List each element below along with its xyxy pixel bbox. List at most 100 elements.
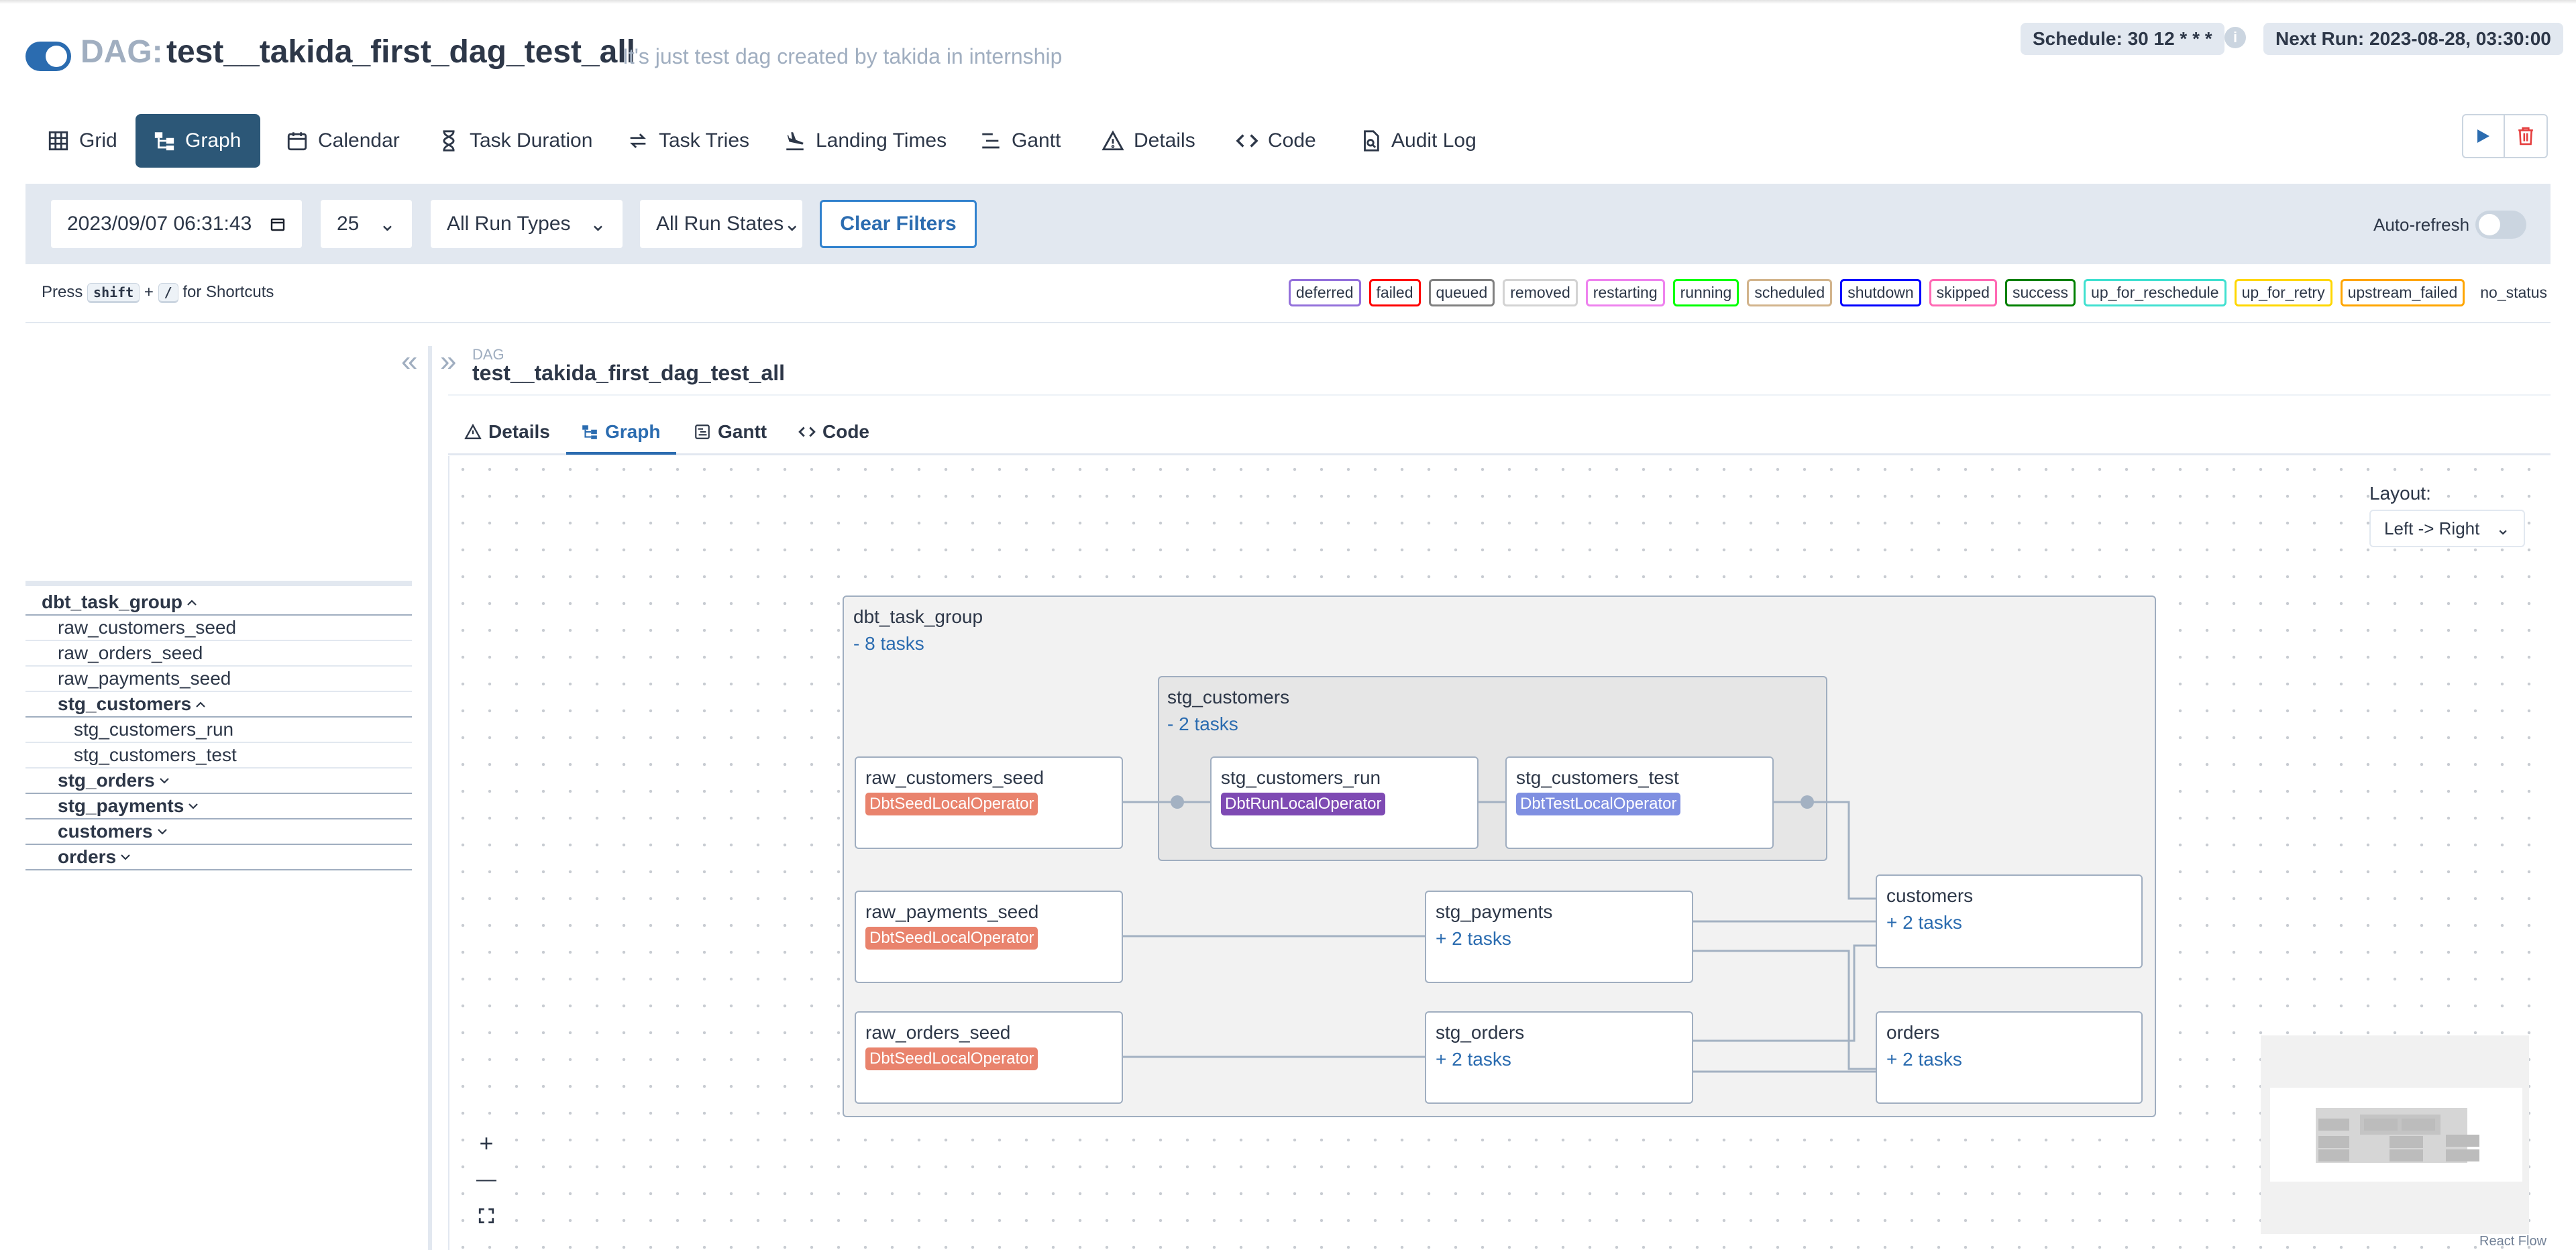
group-count[interactable]: - 8 tasks <box>853 633 924 654</box>
chevron-down-icon[interactable] <box>188 799 199 814</box>
expand-panel-icon[interactable]: » <box>440 345 457 378</box>
node-expand-count[interactable]: + 2 tasks <box>1886 912 1962 933</box>
node-raw-payments-seed[interactable]: raw_payments_seed DbtSeedLocalOperator <box>855 891 1123 983</box>
zoom-out-button[interactable]: — <box>468 1161 504 1198</box>
clear-filters-button[interactable]: Clear Filters <box>820 200 977 248</box>
tab-label: Audit Log <box>1391 129 1477 152</box>
react-flow-attribution[interactable]: React Flow <box>2479 1234 2547 1249</box>
legend-no-status[interactable]: no_status <box>2480 284 2547 301</box>
node-expand-count[interactable]: + 2 tasks <box>1436 1049 1511 1070</box>
tab-grid[interactable]: Grid <box>30 114 135 168</box>
tab-landing-times[interactable]: Landing Times <box>766 114 964 168</box>
base-date-value: 2023/09/07 06:31:43 <box>67 213 252 235</box>
tree-item-raw-orders-seed[interactable]: raw_orders_seed <box>25 641 412 667</box>
tab-label: Gantt <box>1012 129 1061 152</box>
legend-scheduled[interactable]: scheduled <box>1747 279 1833 306</box>
node-raw-orders-seed[interactable]: raw_orders_seed DbtSeedLocalOperator <box>855 1011 1123 1104</box>
subtab-graph[interactable]: Graph <box>581 410 660 453</box>
operator-tag: DbtSeedLocalOperator <box>865 927 1038 950</box>
dag-pause-toggle[interactable] <box>25 42 71 71</box>
chevron-up-icon[interactable] <box>195 697 206 712</box>
code-icon <box>798 427 816 437</box>
legend-skipped[interactable]: skipped <box>1929 279 1997 306</box>
legend-deferred[interactable]: deferred <box>1288 279 1361 306</box>
legend-up-for-reschedule[interactable]: up_for_reschedule <box>2084 279 2226 306</box>
tree-item-raw-payments-seed[interactable]: raw_payments_seed <box>25 667 412 692</box>
tree-item-label: raw_orders_seed <box>58 642 203 663</box>
tree-item-stg-customers-run[interactable]: stg_customers_run <box>25 718 412 743</box>
auto-refresh-toggle[interactable] <box>2475 211 2526 239</box>
toggle-knob <box>2479 214 2500 235</box>
zoom-in-button[interactable]: + <box>468 1125 504 1161</box>
chevron-up-icon[interactable] <box>186 595 197 610</box>
tab-code[interactable]: Code <box>1218 114 1334 168</box>
tab-label: Grid <box>79 129 117 152</box>
tab-audit-log[interactable]: Audit Log <box>1342 114 1494 168</box>
fit-view-button[interactable] <box>468 1198 504 1234</box>
tree-item-orders[interactable]: orders <box>25 845 412 870</box>
tab-task-tries[interactable]: Task Tries <box>609 114 767 168</box>
node-orders[interactable]: orders + 2 tasks <box>1876 1011 2143 1104</box>
legend-success[interactable]: success <box>2004 279 2076 306</box>
tree-item-stg-customers-test[interactable]: stg_customers_test <box>25 743 412 769</box>
node-name: customers <box>1886 885 1974 906</box>
node-stg-orders[interactable]: stg_orders + 2 tasks <box>1425 1011 1693 1104</box>
active-subtab-indicator <box>566 452 676 455</box>
tree-item-stg-orders[interactable]: stg_orders <box>25 769 412 794</box>
minimap[interactable] <box>2261 1035 2529 1234</box>
legend-running[interactable]: running <box>1672 279 1739 306</box>
group-count[interactable]: - 2 tasks <box>1167 714 1238 734</box>
node-stg-customers-test[interactable]: stg_customers_test DbtTestLocalOperator <box>1505 756 1774 849</box>
trash-icon <box>2518 127 2533 146</box>
legend-shutdown[interactable]: shutdown <box>1840 279 1921 306</box>
chevron-down-icon[interactable] <box>120 850 131 865</box>
layout-select[interactable]: Left -> Right ⌄ <box>2369 510 2525 547</box>
group-title: dbt_task_group <box>853 606 983 627</box>
tree-item-customers[interactable]: customers <box>25 819 412 845</box>
info-icon[interactable]: i <box>2224 27 2246 48</box>
breadcrumb-dag-id[interactable]: test__takida_first_dag_test_all <box>472 361 785 385</box>
legend-upstream-failed[interactable]: upstream_failed <box>2340 279 2465 306</box>
node-expand-count[interactable]: + 2 tasks <box>1436 928 1511 949</box>
subtab-code[interactable]: Code <box>798 410 869 453</box>
legend-failed[interactable]: failed <box>1368 279 1421 306</box>
tab-calendar[interactable]: Calendar <box>268 114 417 168</box>
tab-task-duration[interactable]: Task Duration <box>420 114 610 168</box>
legend-up-for-retry[interactable]: up_for_retry <box>2234 279 2332 306</box>
tree-item-label: raw_customers_seed <box>58 617 237 638</box>
legend-removed[interactable]: removed <box>1503 279 1578 306</box>
collapse-panel-icon[interactable]: « <box>401 345 418 378</box>
node-stg-customers-run[interactable]: stg_customers_run DbtRunLocalOperator <box>1210 756 1479 849</box>
calendar-icon[interactable] <box>270 216 286 232</box>
operator-tag: DbtSeedLocalOperator <box>865 793 1038 815</box>
num-runs-select[interactable]: 25 ⌄ <box>319 198 413 249</box>
node-customers[interactable]: customers + 2 tasks <box>1876 874 2143 968</box>
node-stg-payments[interactable]: stg_payments + 2 tasks <box>1425 891 1693 983</box>
tree-item-stg-customers[interactable]: stg_customers <box>25 692 412 718</box>
base-date-input[interactable]: 2023/09/07 06:31:43 <box>50 198 303 249</box>
gantt-icon <box>695 424 710 439</box>
node-expand-count[interactable]: + 2 tasks <box>1886 1049 1962 1070</box>
tab-graph[interactable]: Graph <box>136 114 260 168</box>
tab-gantt[interactable]: Gantt <box>962 114 1078 168</box>
panel-resizer[interactable] <box>428 346 432 1250</box>
run-type-select[interactable]: All Run Types ⌄ <box>429 198 624 249</box>
node-raw-customers-seed[interactable]: raw_customers_seed DbtSeedLocalOperator <box>855 756 1123 849</box>
file-search-icon <box>1364 130 1379 152</box>
tree-item-dbt-task-group[interactable]: dbt_task_group <box>25 590 412 616</box>
legend-restarting[interactable]: restarting <box>1585 279 1665 306</box>
delete-dag-button[interactable] <box>2505 114 2548 158</box>
chevron-down-icon[interactable] <box>157 824 168 840</box>
tree-item-raw-customers-seed[interactable]: raw_customers_seed <box>25 616 412 641</box>
subtab-gantt[interactable]: Gantt <box>694 410 767 453</box>
tab-details[interactable]: Details <box>1084 114 1213 168</box>
legend-queued[interactable]: queued <box>1428 279 1495 306</box>
chevron-down-icon[interactable] <box>159 773 170 789</box>
run-state-select[interactable]: All Run States ⌄ <box>639 198 804 249</box>
subtab-details[interactable]: Details <box>464 410 550 453</box>
tree-item-stg-payments[interactable]: stg_payments <box>25 794 412 819</box>
code-icon <box>1236 134 1258 148</box>
group-title: stg_customers <box>1167 687 1290 707</box>
trigger-dag-button[interactable] <box>2462 114 2505 158</box>
